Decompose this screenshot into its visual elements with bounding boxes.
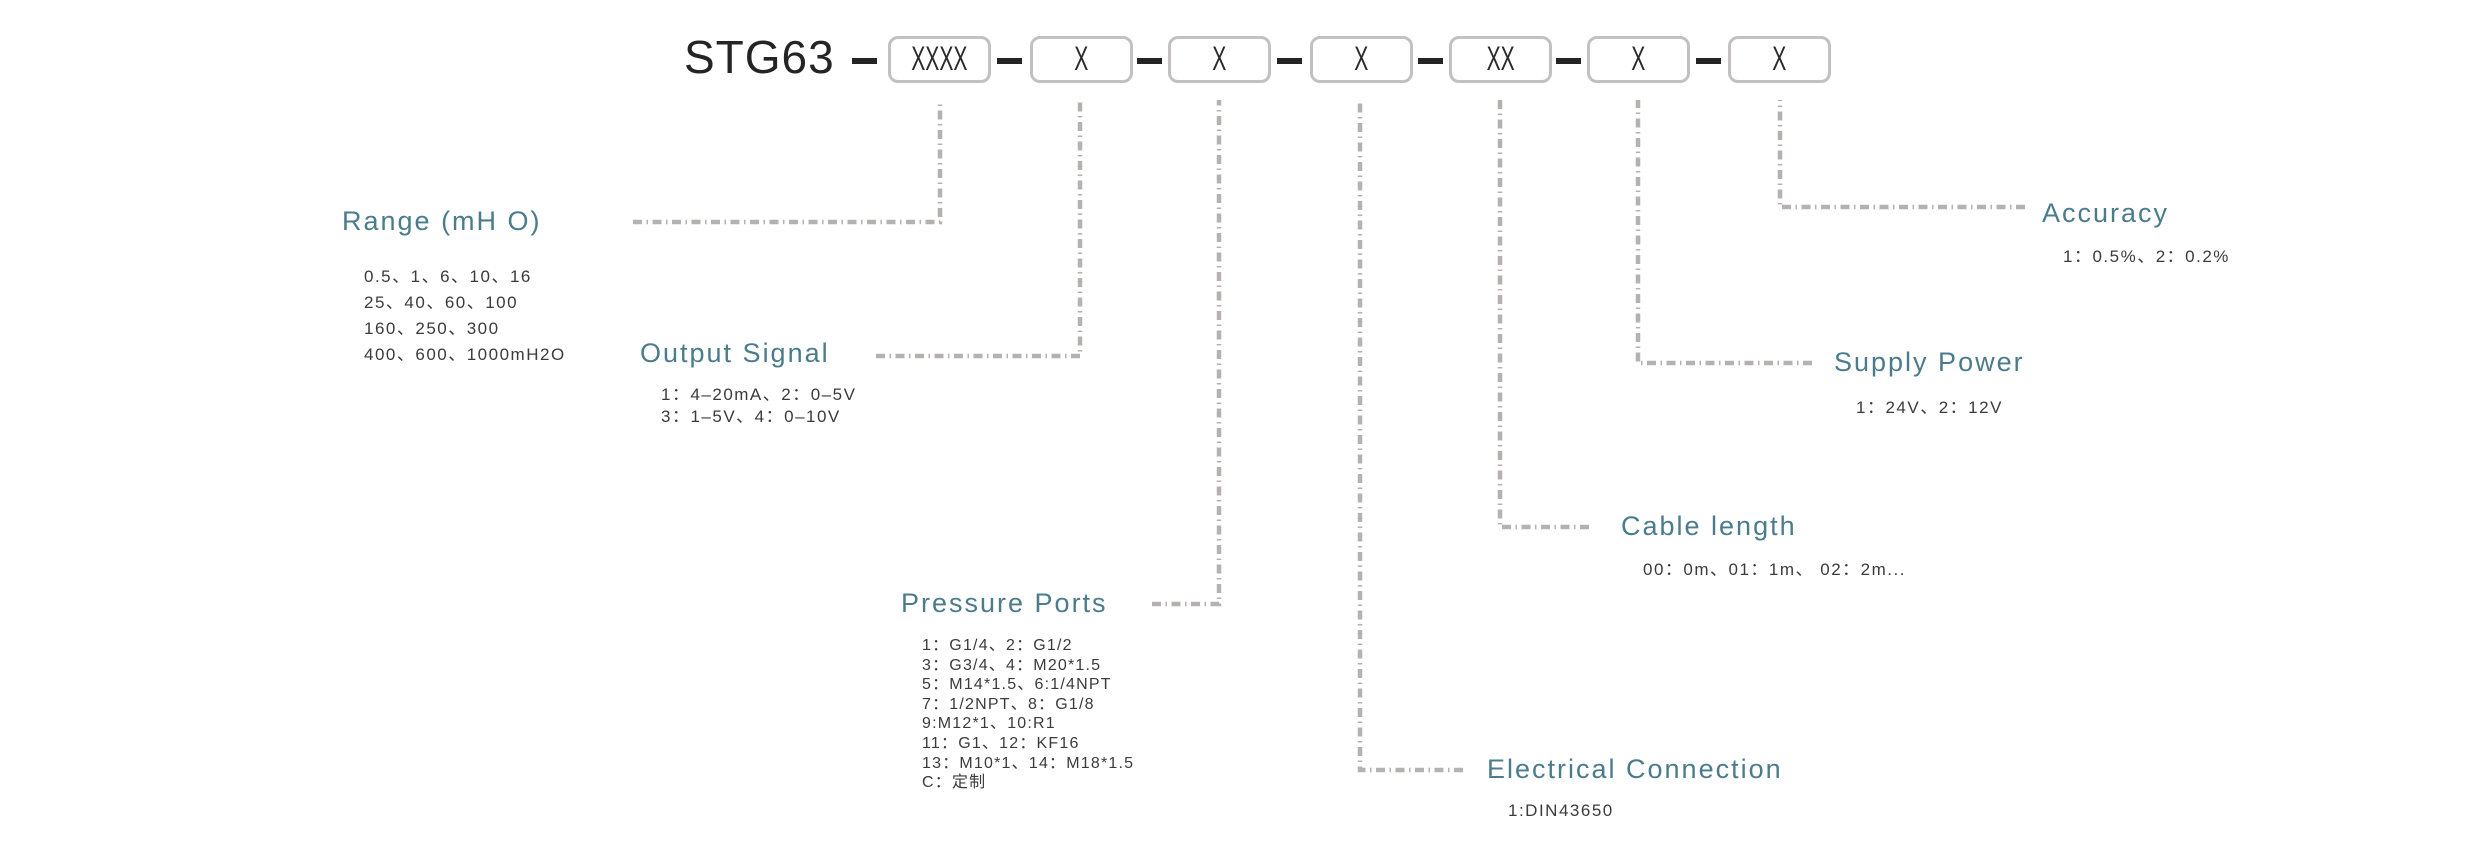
connector-pressure-ports — [1152, 100, 1222, 607]
code-dash — [1418, 58, 1443, 64]
connector-supply-power — [1635, 100, 1812, 366]
code-box-cable-length-value: XX — [1486, 40, 1515, 78]
supply-power-values: 1：24V、2：12V — [1856, 398, 2003, 417]
code-box-pressure-ports-value: X — [1212, 40, 1227, 78]
connector-accuracy — [1777, 100, 2025, 210]
connector-output-signal — [876, 100, 1083, 359]
code-box-supply-power-value: X — [1631, 40, 1646, 78]
code-box-electrical-connection-value: X — [1354, 40, 1369, 78]
range-title: Range (mH O) — [342, 206, 542, 236]
pressure-ports-title: Pressure Ports — [901, 588, 1108, 618]
code-dash — [1277, 58, 1302, 64]
cable-length-values: 00：0m、01：1m、 02：2m... — [1643, 560, 1906, 579]
supply-power-title: Supply Power — [1834, 347, 2025, 377]
connector-cable-length — [1497, 100, 1589, 530]
code-box-accuracy-value: X — [1772, 40, 1787, 78]
code-box-output-signal: X — [1030, 36, 1133, 83]
electrical-connection-title: Electrical Connection — [1487, 754, 1783, 784]
code-dash — [1696, 58, 1721, 64]
connector-electrical-connection — [1357, 100, 1463, 773]
code-dash — [852, 58, 877, 64]
code-box-range-value: XXXX — [911, 40, 968, 78]
code-box-output-signal-value: X — [1074, 40, 1089, 78]
code-dash — [997, 58, 1022, 64]
code-dash — [1137, 58, 1162, 64]
accuracy-title: Accuracy — [2042, 198, 2170, 228]
connector-range — [633, 100, 943, 225]
output-signal-title: Output Signal — [640, 338, 830, 368]
code-box-range: XXXX — [888, 36, 991, 83]
code-box-electrical-connection: X — [1310, 36, 1413, 83]
code-box-accuracy: X — [1728, 36, 1831, 83]
code-box-pressure-ports: X — [1168, 36, 1271, 83]
accuracy-values: 1：0.5%、2：0.2% — [2063, 247, 2230, 266]
code-box-cable-length: XX — [1449, 36, 1552, 83]
cable-length-title: Cable length — [1621, 511, 1797, 541]
code-box-supply-power: X — [1587, 36, 1690, 83]
electrical-connection-values: 1:DIN43650 — [1508, 801, 1614, 820]
code-dash — [1556, 58, 1581, 64]
model-name: STG63 — [684, 31, 835, 83]
